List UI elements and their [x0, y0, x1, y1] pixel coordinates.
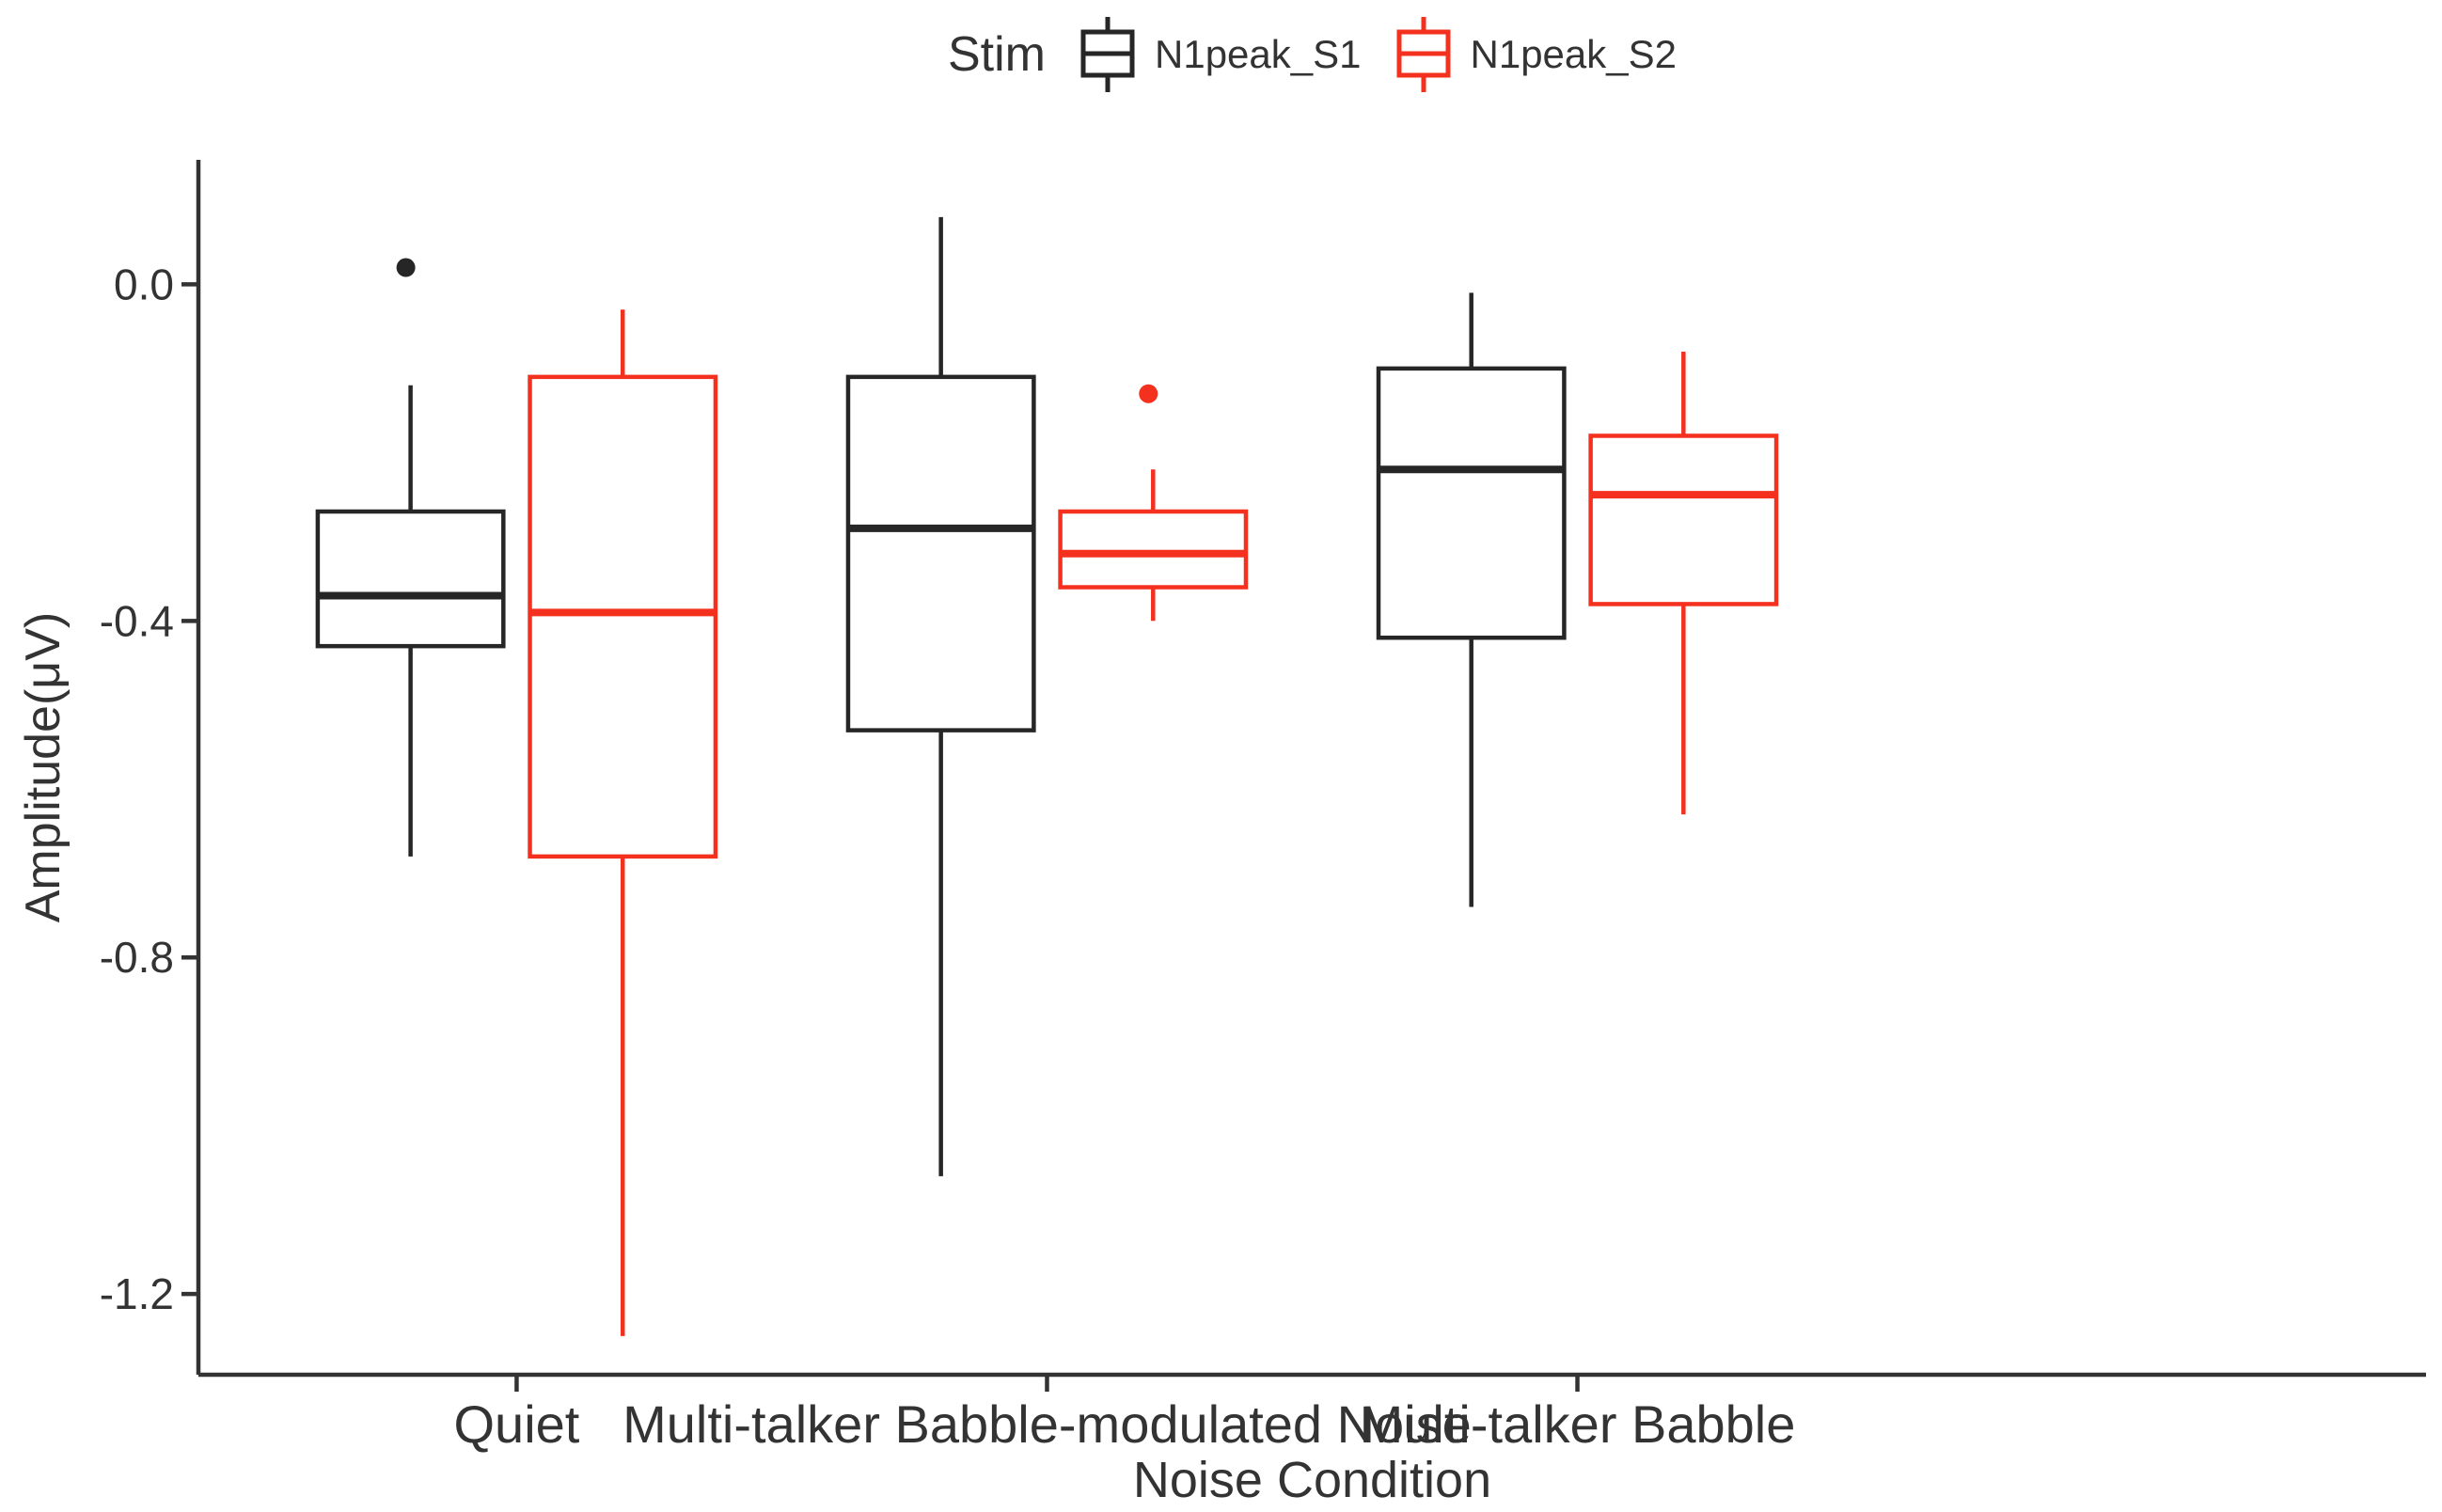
legend-title: Stim: [948, 27, 1046, 82]
y-tick-label: -0.4: [100, 596, 174, 645]
box-series1-multi-talker-babble-modulated-noise: [845, 374, 1036, 732]
box-series2-multi-talker-babble-modulated-noise: [1058, 509, 1249, 590]
legend-entry-s1: N1peak_S1: [1078, 13, 1362, 96]
outlier-point-series2-multi-talker-babble-modulated-noise: [1139, 384, 1158, 403]
y-tick-label: 0.0: [114, 260, 174, 308]
boxplot-key-icon: [1396, 17, 1450, 92]
y-tick-label: -0.8: [100, 933, 174, 982]
legend: Stim N1peak_S1 N1peak_S2: [198, 9, 2426, 100]
box-series2-quiet: [528, 374, 718, 859]
box-series2-multi-talker-babble: [1588, 433, 1779, 606]
outlier-point-series1-quiet: [396, 258, 416, 277]
boxplot-key-icon: [1080, 17, 1135, 92]
legend-entry-s2: N1peak_S2: [1394, 13, 1678, 96]
x-tick-label: Multi-talker Babble: [1360, 1394, 1796, 1454]
legend-label-s2: N1peak_S2: [1470, 32, 1678, 76]
x-axis-title: Noise Condition: [1132, 1452, 1492, 1508]
box-series1-quiet: [315, 509, 506, 649]
legend-label-s1: N1peak_S1: [1155, 32, 1362, 76]
x-tick-label: Multi-talker Babble-modulated Noise: [622, 1394, 1472, 1454]
x-tick-label: Quiet: [453, 1394, 579, 1454]
box-series1-multi-talker-babble: [1376, 366, 1567, 640]
y-tick-label: -1.2: [100, 1269, 174, 1318]
